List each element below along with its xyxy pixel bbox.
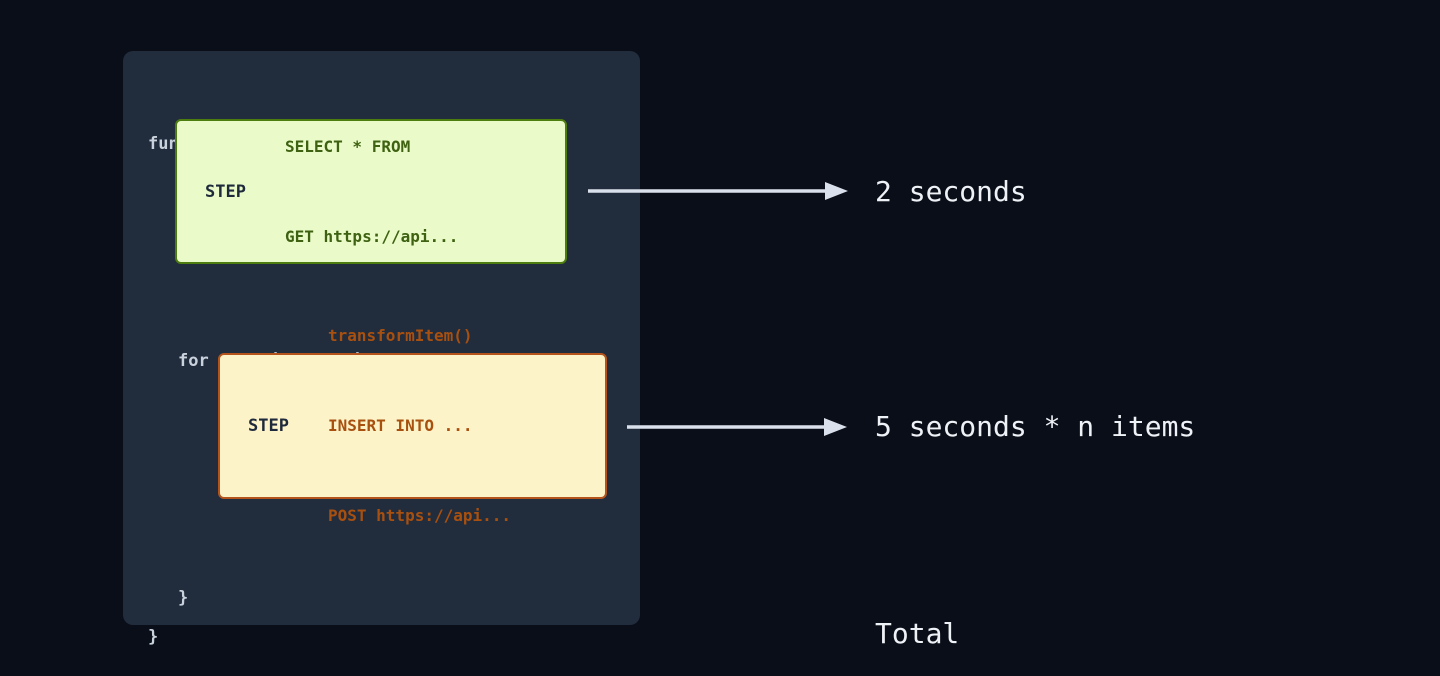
step-code-line: INSERT INTO ... [328, 416, 473, 435]
total-label: Total [875, 617, 960, 650]
step-box-extract: STEP SELECT * FROM GET https://api... [175, 119, 567, 264]
arrow-step2-icon [627, 418, 847, 436]
code-line-for-close: } [178, 588, 189, 608]
step-code-lines: transformItem() INSERT INTO ... POST htt… [328, 261, 511, 591]
step-code-line: GET https://api... [285, 226, 459, 246]
step-code-line: POST https://api... [328, 506, 512, 525]
code-panel: function () { STEP SELECT * FROM GET htt… [123, 51, 640, 647]
step2-duration-label: 5 seconds * n items [875, 410, 1196, 443]
step-code-line: SELECT * FROM [285, 136, 411, 156]
step1-duration-label: 2 seconds [875, 175, 1027, 208]
step-box-transform-load: STEP transformItem() INSERT INTO ... POS… [218, 326, 607, 525]
code-line-function-close: } [148, 627, 159, 647]
arrow-step1-icon [588, 182, 848, 200]
step-code-lines: SELECT * FROM GET https://api... [285, 72, 458, 312]
step-code-line: transformItem() [328, 326, 473, 345]
step-label: STEP [205, 181, 246, 202]
step-label: STEP [248, 416, 289, 436]
total-summary: Total 100 items = 502 seconds [875, 531, 1263, 676]
